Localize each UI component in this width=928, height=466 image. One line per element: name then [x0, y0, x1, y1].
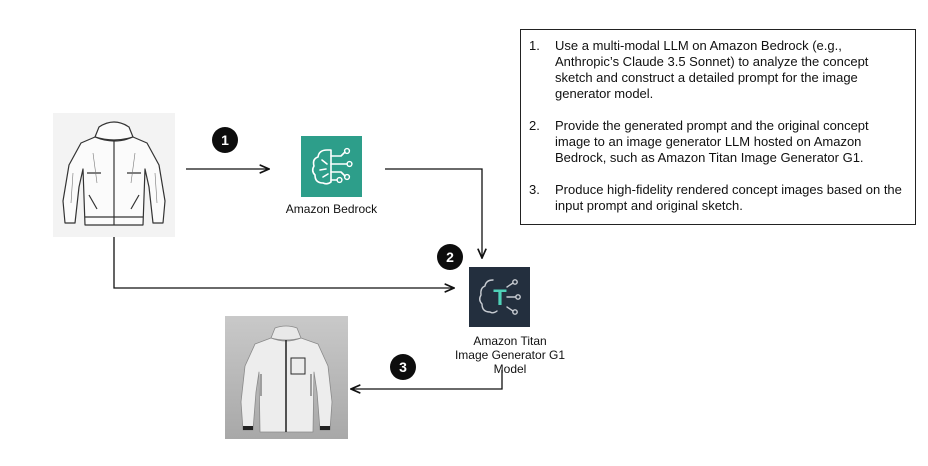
step-text: Use a multi-modal LLM on Amazon Bedrock …: [555, 38, 869, 101]
step-number: 3.: [529, 182, 540, 197]
bedrock-brain-icon: [311, 147, 353, 185]
render-drawing: [240, 325, 333, 433]
step-item-2: 2. Provide the generated prompt and the …: [529, 118, 905, 166]
bedrock-service: [301, 136, 362, 197]
arrow-sketch-to-titan: [113, 237, 454, 288]
step-item-3: 3. Produce high-fidelity rendered concep…: [529, 182, 905, 214]
step-badge-2: 2: [437, 244, 463, 270]
bedrock-label: Amazon Bedrock: [285, 202, 378, 216]
step-badge-1: 1: [212, 127, 238, 153]
step-number: 1.: [529, 38, 540, 53]
arrow-bedrock-to-titan: [385, 168, 482, 258]
titan-service: T: [469, 267, 530, 327]
steps-description-box: 1. Use a multi-modal LLM on Amazon Bedro…: [520, 29, 916, 225]
step-text: Produce high-fidelity rendered concept i…: [555, 182, 902, 213]
steps-list: 1. Use a multi-modal LLM on Amazon Bedro…: [529, 38, 905, 214]
titan-label-line1: Amazon Titan: [473, 334, 547, 348]
titan-label-line2: Image Generator G1 Model: [454, 348, 566, 376]
step-item-1: 1. Use a multi-modal LLM on Amazon Bedro…: [529, 38, 905, 102]
titan-label: Amazon Titan Image Generator G1 Model: [440, 334, 580, 376]
step-text: Provide the generated prompt and the ori…: [555, 118, 869, 165]
titan-brain-icon: T: [479, 279, 521, 315]
rendered-jacket-image: [225, 316, 348, 439]
step-number: 2.: [529, 118, 540, 133]
sketch-drawing: [62, 121, 166, 226]
step-badge-3: 3: [390, 354, 416, 380]
titan-letter: T: [493, 285, 507, 310]
jacket-sketch-image: [53, 113, 175, 237]
arrow-titan-to-render: [351, 370, 503, 389]
